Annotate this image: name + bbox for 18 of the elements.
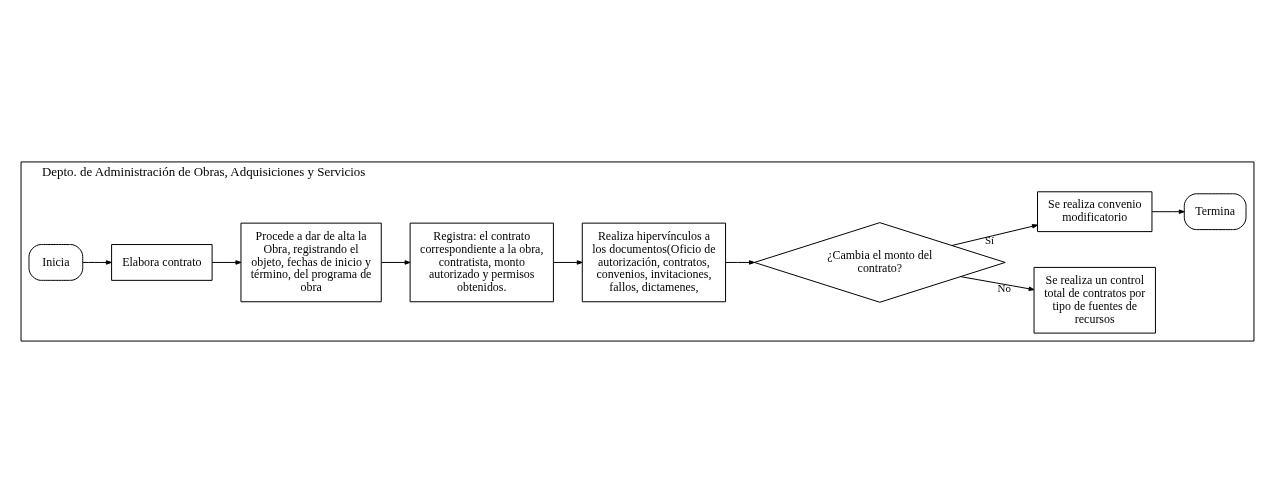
node-box: Inicia xyxy=(28,244,84,281)
node-box: Elabora contrato xyxy=(111,244,213,281)
edge-label: No xyxy=(997,281,1011,294)
arrow xyxy=(725,260,755,265)
node-box: Se realiza convenio modificatorio xyxy=(1037,191,1153,233)
node-box: Registra: el contrato correspondiente a la obra, contratista, monto autorizado y permisos obtenidos. xyxy=(409,222,554,303)
node-box: Termina xyxy=(1183,193,1247,231)
node-box: Procede a dar de alta la Obra, registrando el objeto, fechas de inicio y término, del programa de obra xyxy=(240,222,382,303)
node-box: Se realiza un control total de contratos por tipo de fuentes de recursos xyxy=(1033,266,1156,334)
node-box: Realiza hipervínculos a los documentos(Oficio de autorización, contratos, convenios, invitaciones, fallos, dictamenes, xyxy=(581,222,727,303)
arrow xyxy=(1151,209,1185,214)
arrow xyxy=(381,260,411,265)
edge-label: Sí xyxy=(984,234,995,247)
arrow xyxy=(211,260,242,265)
arrow xyxy=(951,224,1038,246)
arrow xyxy=(82,260,112,265)
arrow xyxy=(960,276,1035,291)
arrow xyxy=(552,260,583,265)
